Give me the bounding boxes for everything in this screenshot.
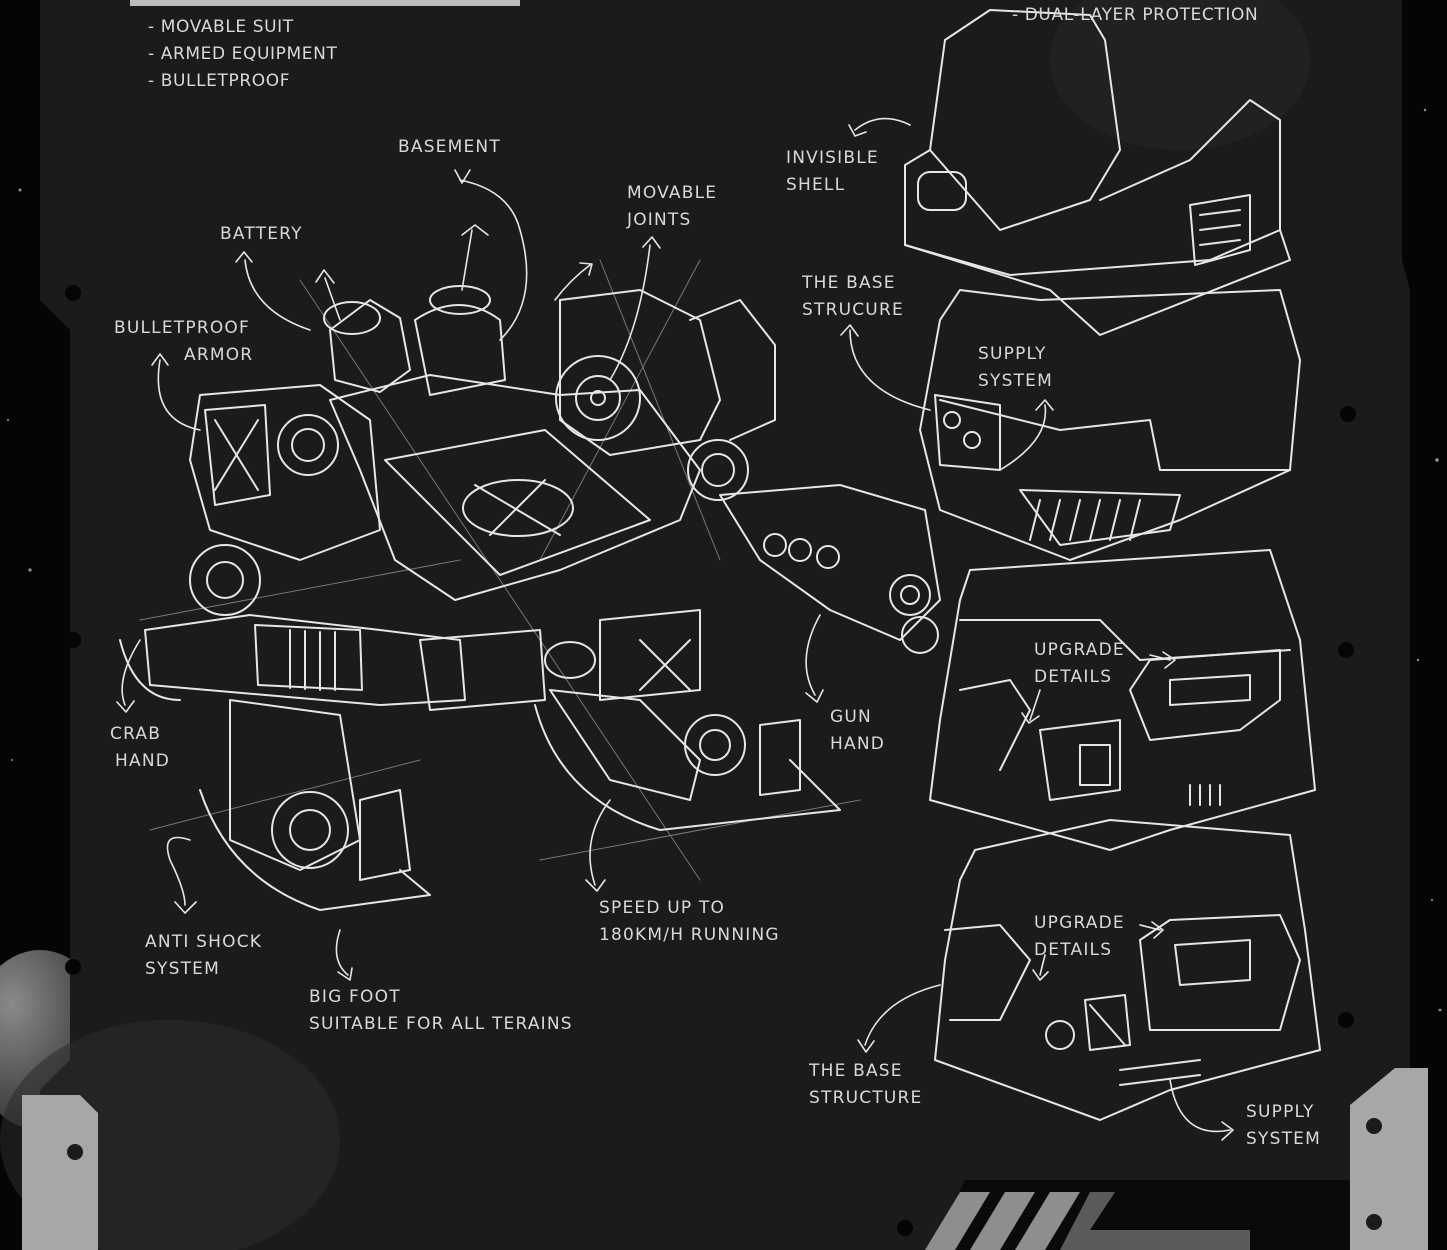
- star-field: [7, 108, 1442, 1012]
- label-gun-hand: GUN HAND: [830, 707, 886, 754]
- label-supply-system-bottom: SUPPLY SYSTEM: [1246, 1102, 1321, 1149]
- metal-bracket-right: [1350, 1068, 1428, 1250]
- metal-bracket-left: [22, 1095, 98, 1250]
- spec-list-right: - DUAL-LAYER PROTECTION: [1012, 2, 1258, 29]
- mech-sketch: [119, 259, 941, 911]
- label-invisible-shell: INVISIBLE SHELL: [786, 148, 879, 195]
- label-battery: BATTERY: [220, 224, 303, 244]
- spec-item: - BULLETPROOF: [148, 71, 291, 91]
- module-2-sketch: [919, 289, 1301, 561]
- hazard-stripes: [925, 1180, 1350, 1250]
- dark-panel: [40, 0, 1410, 1250]
- label-supply-system-top: SUPPLY SYSTEM: [978, 344, 1053, 391]
- label-speed: SPEED UP TO 180KM/H RUNNING: [599, 898, 780, 945]
- label-upgrade-details-1: UPGRADE DETAILS: [1034, 640, 1125, 687]
- label-base-strucure: THE BASE STRUCURE: [802, 273, 904, 320]
- spec-item: - ARMED EQUIPMENT: [148, 44, 338, 64]
- label-movable-joints: MOVABLE JOINTS: [627, 183, 718, 230]
- label-basement: BASEMENT: [398, 137, 501, 157]
- label-bulletproof-armor: BULLETPROOF ARMOR: [114, 318, 254, 365]
- module-3-sketch: [929, 549, 1316, 851]
- module-top-sketch: [904, 9, 1291, 336]
- label-base-structure: THE BASE STRUCTURE: [809, 1061, 923, 1108]
- label-big-foot: BIG FOOT SUITABLE FOR ALL TERAINS: [309, 987, 573, 1034]
- annotation-arrows: [116, 117, 1234, 1141]
- module-bottom-sketch: [934, 819, 1321, 1121]
- spec-item: - DUAL-LAYER PROTECTION: [1012, 5, 1259, 25]
- panel-screws: [65, 285, 1356, 1236]
- spec-item: - MOVABLE SUIT: [148, 17, 294, 37]
- label-anti-shock: ANTI SHOCK SYSTEM: [145, 932, 263, 979]
- label-crab-hand: CRAB HAND: [110, 724, 171, 771]
- label-upgrade-details-2: UPGRADE DETAILS: [1034, 913, 1125, 960]
- spec-list-left: - MOVABLE SUIT - ARMED EQUIPMENT - BULLE…: [148, 14, 337, 95]
